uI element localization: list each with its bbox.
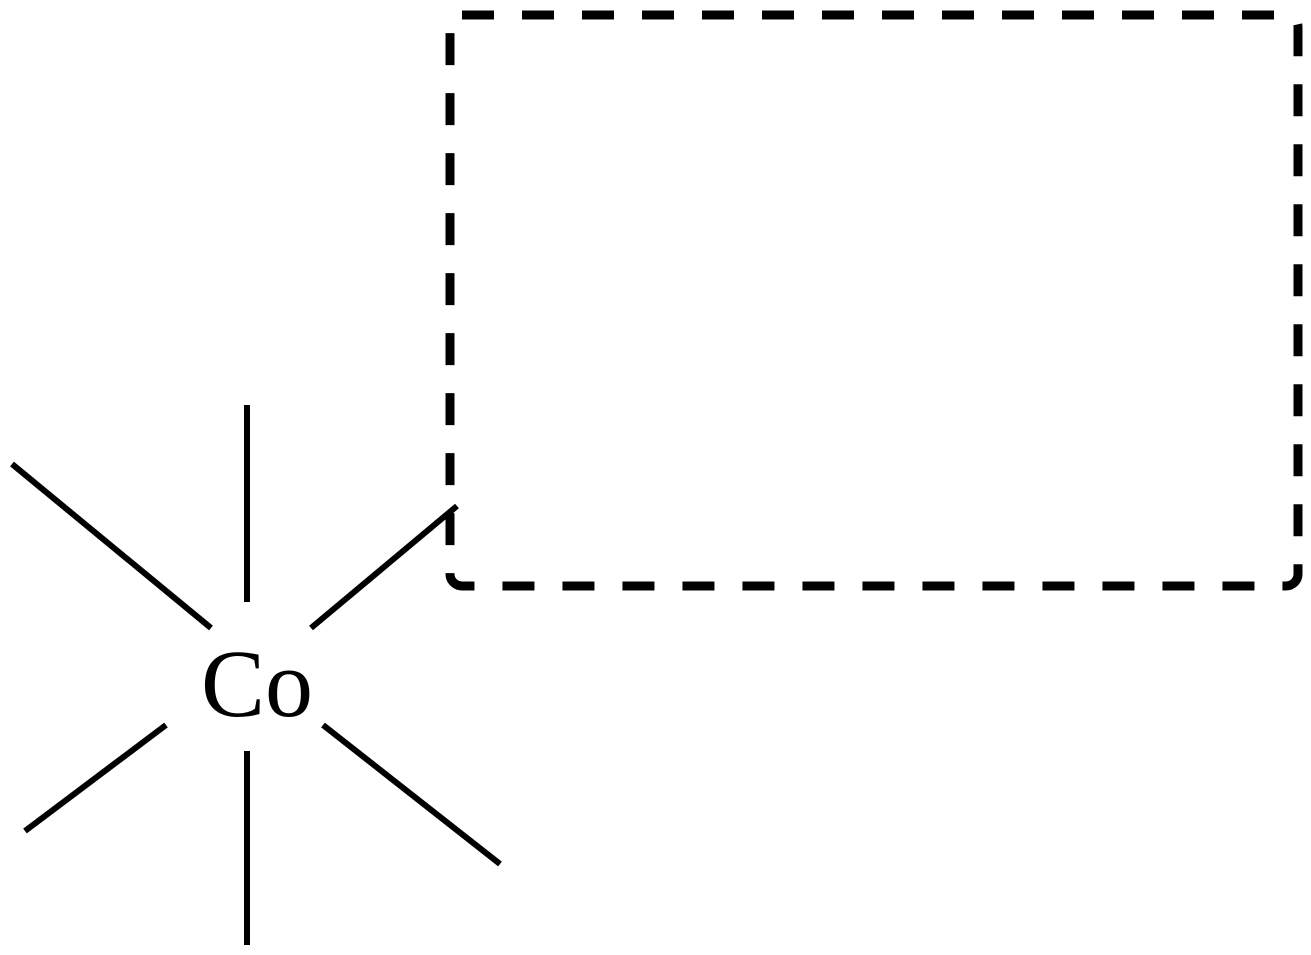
- bond-lower-left: [23, 722, 168, 834]
- bond-lower-right: [321, 722, 502, 867]
- central-atom-label: Co: [201, 630, 313, 737]
- dashed-placeholder-box: [445, 10, 1303, 591]
- bond-upper-left: [10, 461, 213, 631]
- bond-upper-right: [309, 503, 459, 631]
